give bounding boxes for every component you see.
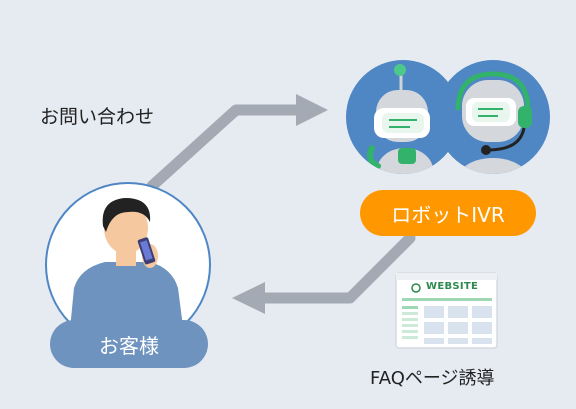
arrow-to-robot bbox=[146, 94, 328, 192]
robot-left bbox=[346, 60, 460, 174]
customer-badge: お客様 bbox=[50, 320, 208, 368]
arrow-to-customer bbox=[232, 232, 416, 314]
inquiry-label: お問い合わせ bbox=[40, 106, 155, 128]
customer-hair bbox=[102, 198, 151, 232]
robot-right bbox=[436, 60, 550, 174]
website-title: WEBSITE bbox=[426, 281, 479, 292]
globe-icon bbox=[411, 283, 421, 293]
faq-guidance-label: FAQページ誘導 bbox=[370, 368, 495, 389]
website-illustration bbox=[395, 272, 498, 349]
robot-ivr-badge: ロボットIVR bbox=[360, 190, 536, 236]
